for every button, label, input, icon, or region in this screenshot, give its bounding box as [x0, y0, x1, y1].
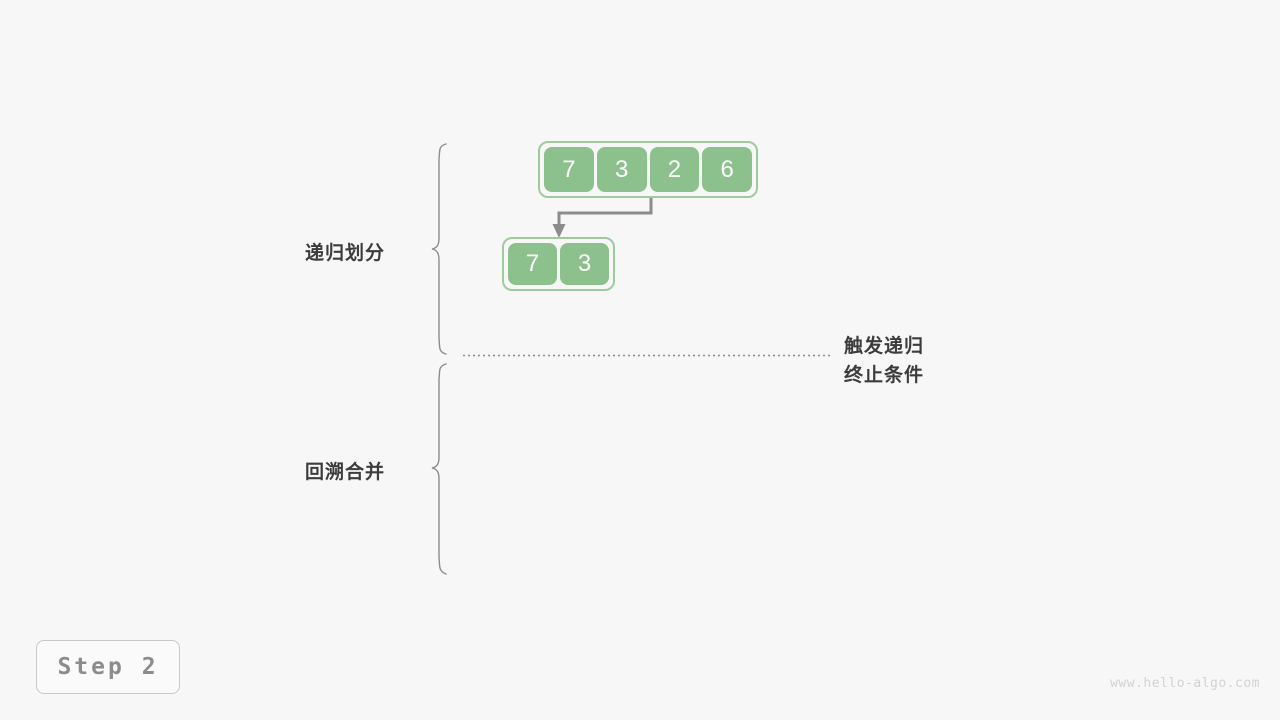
array-cell: 3	[596, 147, 647, 192]
array-cell: 6	[702, 147, 752, 192]
array-cell: 7	[544, 147, 594, 192]
watermark: www.hello-algo.com	[1110, 676, 1260, 691]
array-cell: 3	[560, 243, 609, 285]
annotation-line-2: 终止条件	[844, 365, 925, 387]
curly-brace-icon-merge-back	[431, 363, 447, 575]
annotation-recursion-terminal: 触发递归 终止条件	[844, 332, 924, 391]
array-root: 7 3 2 6	[538, 141, 758, 198]
phase-label-merge-back: 回溯合并	[305, 462, 386, 483]
down-left-arrow-icon	[552, 194, 653, 238]
annotation-line-1: 触发递归	[844, 336, 925, 357]
step-badge: Step 2	[36, 640, 180, 694]
array-cell: 2	[649, 147, 700, 192]
curly-brace-icon-recursive-split	[431, 143, 447, 355]
array-cell: 7	[508, 243, 557, 285]
array-left-subarray: 7 3	[502, 237, 615, 291]
phase-label-recursive-split: 递归划分	[305, 243, 386, 264]
